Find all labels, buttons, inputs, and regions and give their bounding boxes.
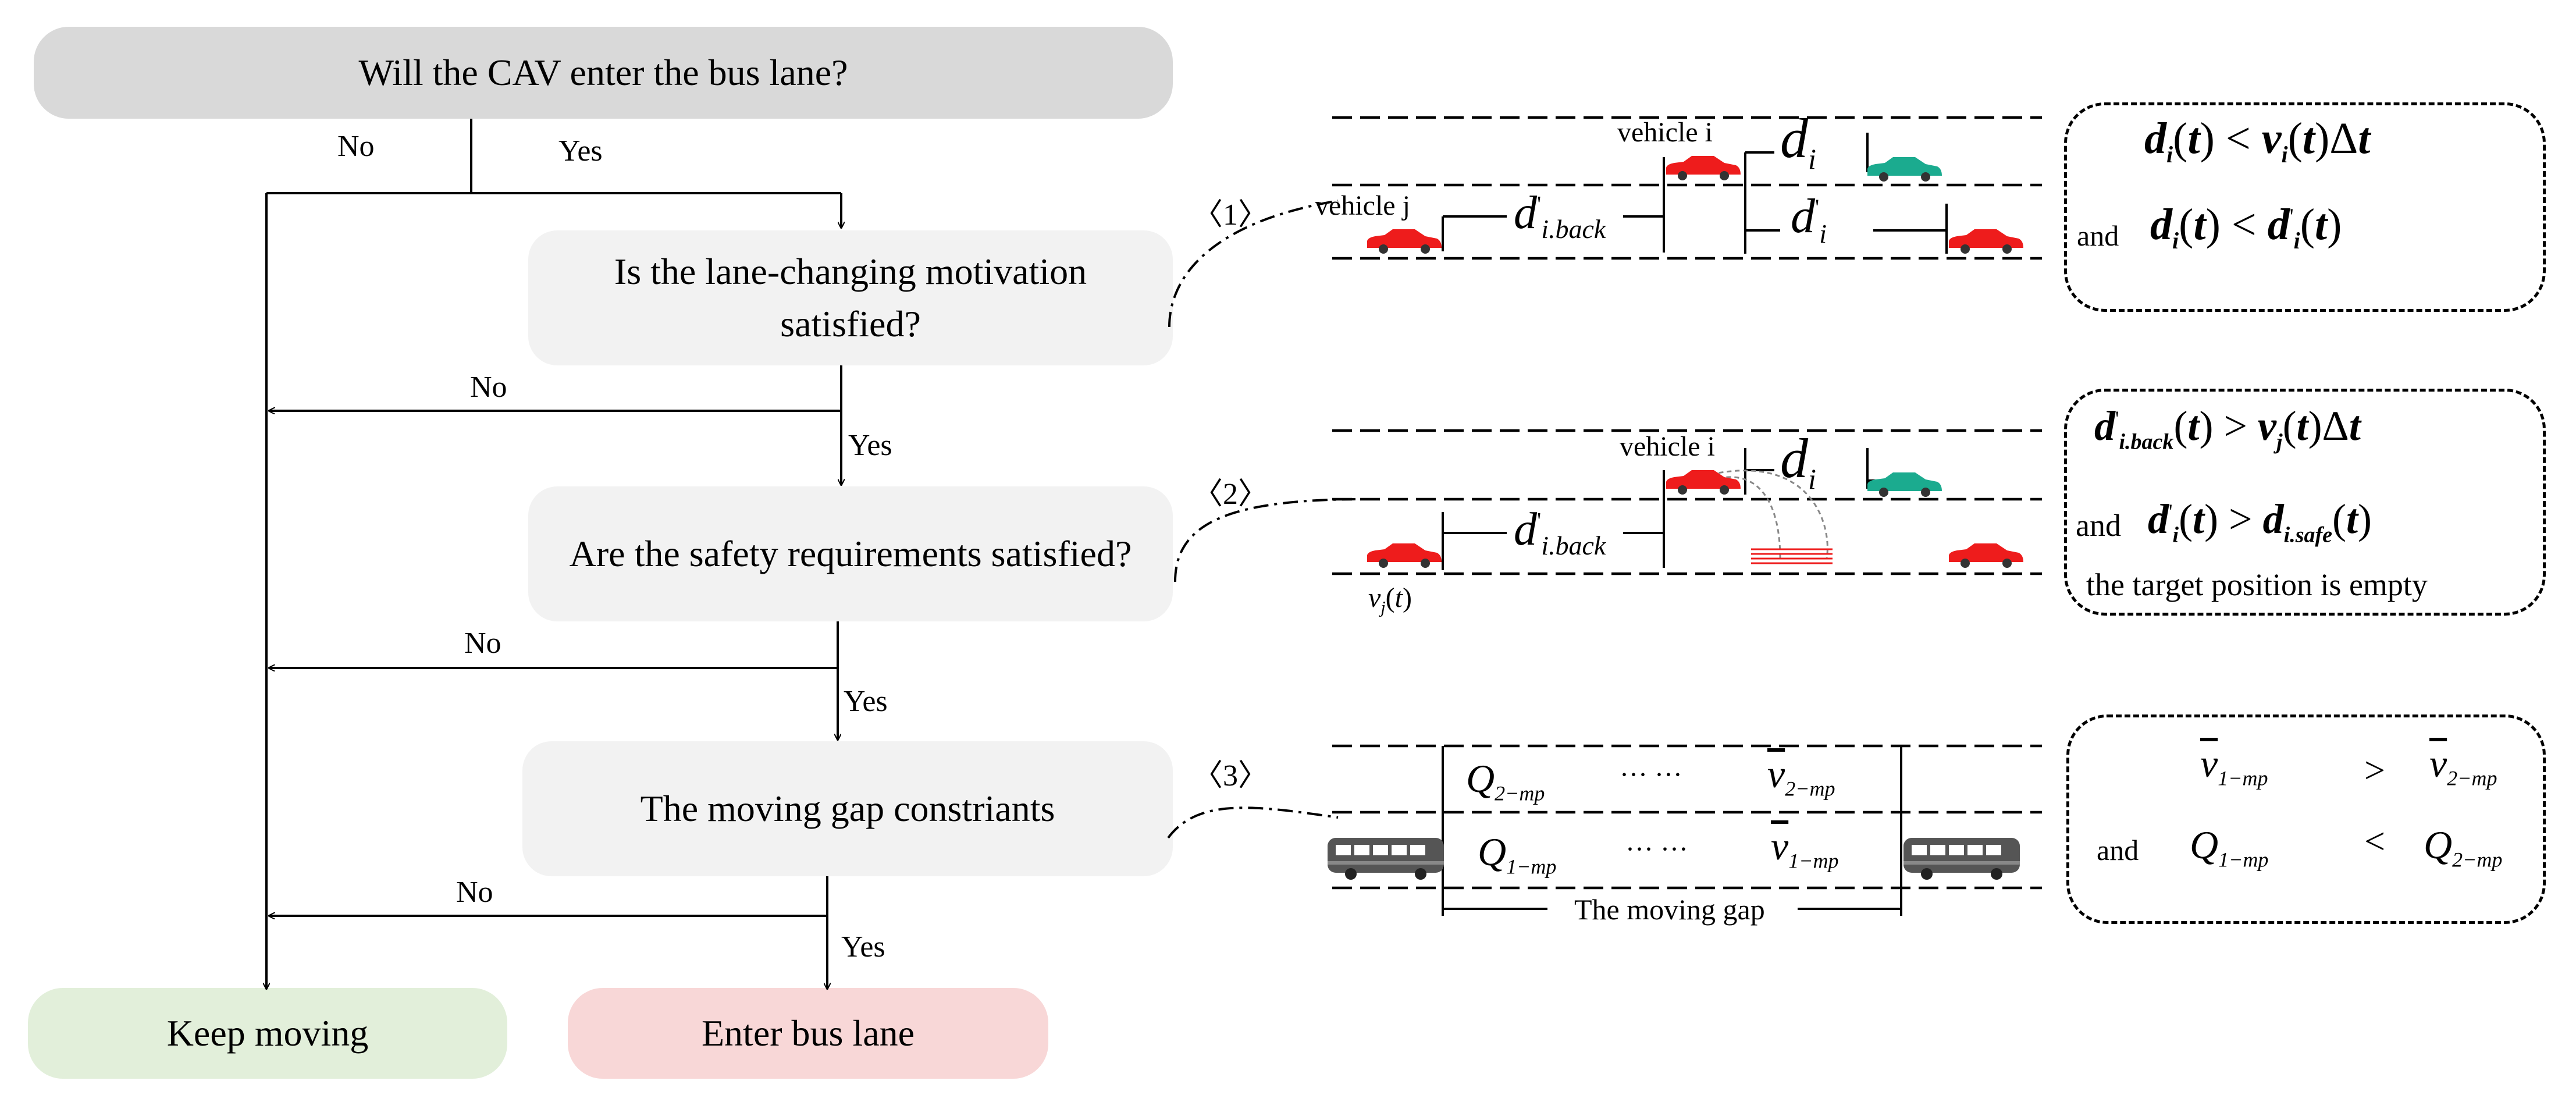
gap-node-bg <box>522 741 1173 876</box>
d-i-label-2: di <box>1780 427 1816 496</box>
moving-gap-label: The moving gap <box>1574 893 1765 926</box>
vehicle-i-car-icon <box>1666 156 1741 180</box>
front-car-icon <box>1949 229 2023 254</box>
question-node: Will the CAV enter the bus lane? <box>34 27 1173 119</box>
v-1mp-label: v1−mp <box>1771 824 1839 873</box>
bus-lane-car-icon-2 <box>1867 472 1942 497</box>
scene3-markers <box>1442 746 1902 916</box>
d-i-label-1: di <box>1780 107 1816 176</box>
and-label-1: and <box>2077 219 2119 252</box>
road-lines <box>1332 116 2042 890</box>
enter-node-bg <box>568 988 1048 1079</box>
motivation-node: Is the lane-changing motivation satisfie… <box>552 230 1150 365</box>
gt-symbol: > <box>2364 749 2386 791</box>
no-label-4: No <box>456 876 493 909</box>
gap-text: The moving gap constriants <box>640 788 1055 830</box>
d-i-back-label-2: d'i.back <box>1514 504 1606 560</box>
condition-1a: di(t) < vi(t)Δt <box>2144 114 2371 168</box>
question-text: Will the CAV enter the bus lane? <box>358 52 848 94</box>
leader-curves <box>1167 200 1356 839</box>
q-1mp-cond: Q1−mp <box>2190 823 2269 872</box>
gap-node: The moving gap constriants <box>522 741 1173 876</box>
yes-label-3: Yes <box>844 685 888 718</box>
vehicle-i-car-icon-2 <box>1666 470 1741 495</box>
yes-label-4: Yes <box>841 930 885 964</box>
question-node-bg <box>34 27 1173 119</box>
d-i-prime-label-1: d'i <box>1791 189 1827 248</box>
safety-node: Are the safety requirements satisfied? <box>528 486 1173 621</box>
keep-moving-text: Keep moving <box>166 1012 369 1054</box>
step-marker-3: 〈3〉 <box>1193 759 1269 792</box>
front-car-icon-2 <box>1949 543 2023 568</box>
safety-text: Are the safety requirements satisfied? <box>569 533 1132 575</box>
condition-1b: di(t) < d'i(t) <box>2150 200 2342 254</box>
bus-lane-car-icon <box>1867 157 1942 182</box>
vehicle-j-label: vehicle j <box>1315 190 1410 221</box>
motivation-node-bg <box>528 230 1173 365</box>
target-empty-text: the target position is empty <box>2086 567 2428 602</box>
v-j-label: vj(t) <box>1368 582 1412 617</box>
step-marker-1: 〈1〉 <box>1193 198 1269 232</box>
q-2mp-label: Q2−mp <box>1466 756 1545 805</box>
flow-connectors <box>266 119 841 989</box>
rear-bus-icon <box>1328 838 1444 880</box>
enter-bus-lane-text: Enter bus lane <box>701 1012 915 1054</box>
no-label-2: No <box>470 371 507 404</box>
lt-symbol: < <box>2364 820 2386 862</box>
keep-node-bg <box>28 988 507 1079</box>
v-2mp-label: v2−mp <box>1767 752 1835 801</box>
dots-lower: ··· ··· <box>1625 834 1688 865</box>
scene1-vehicles <box>1367 156 2023 254</box>
vehicle-i-label-2: vehicle i <box>1620 431 1715 462</box>
vehicle-i-label: vehicle i <box>1617 117 1713 148</box>
and-label-2: and <box>2076 508 2121 543</box>
keep-moving-node: Keep moving <box>28 988 507 1079</box>
and-label-3: and <box>2097 834 2139 866</box>
q-1mp-label: Q1−mp <box>1478 830 1557 879</box>
vehicle-j-car-icon-2 <box>1367 543 1442 568</box>
condition-box-2 <box>2064 389 2546 616</box>
q-2mp-cond: Q2−mp <box>2424 823 2503 872</box>
yes-label-2: Yes <box>848 429 892 462</box>
condition-box-3 <box>2066 714 2546 924</box>
d-i-back-label-1: d'i.back <box>1514 187 1606 244</box>
v-1mp-cond: v1−mp <box>2200 741 2268 790</box>
dots-upper: ··· ··· <box>1620 759 1682 790</box>
scene2-vehicles <box>1367 470 2023 568</box>
no-label-1: No <box>337 130 375 163</box>
safety-node-bg <box>528 486 1173 621</box>
condition-2b: d'i(t) > di.safe(t) <box>2148 496 2372 548</box>
step-marker-2: 〈2〉 <box>1193 478 1269 511</box>
enter-bus-lane-node: Enter bus lane <box>568 988 1048 1079</box>
v-2mp-cond: v2−mp <box>2429 741 2497 790</box>
scene2-trajectory <box>1687 470 1833 564</box>
front-bus-icon <box>1903 838 2020 880</box>
no-label-3: No <box>464 627 501 660</box>
motivation-text: Is the lane-changing motivation satisfie… <box>614 251 1087 344</box>
condition-2a: d'i.back(t) > vj(t)Δt <box>2094 403 2361 454</box>
yes-label-1: Yes <box>558 134 603 168</box>
vehicle-j-car-icon <box>1367 229 1442 254</box>
condition-box-1 <box>2064 102 2546 312</box>
